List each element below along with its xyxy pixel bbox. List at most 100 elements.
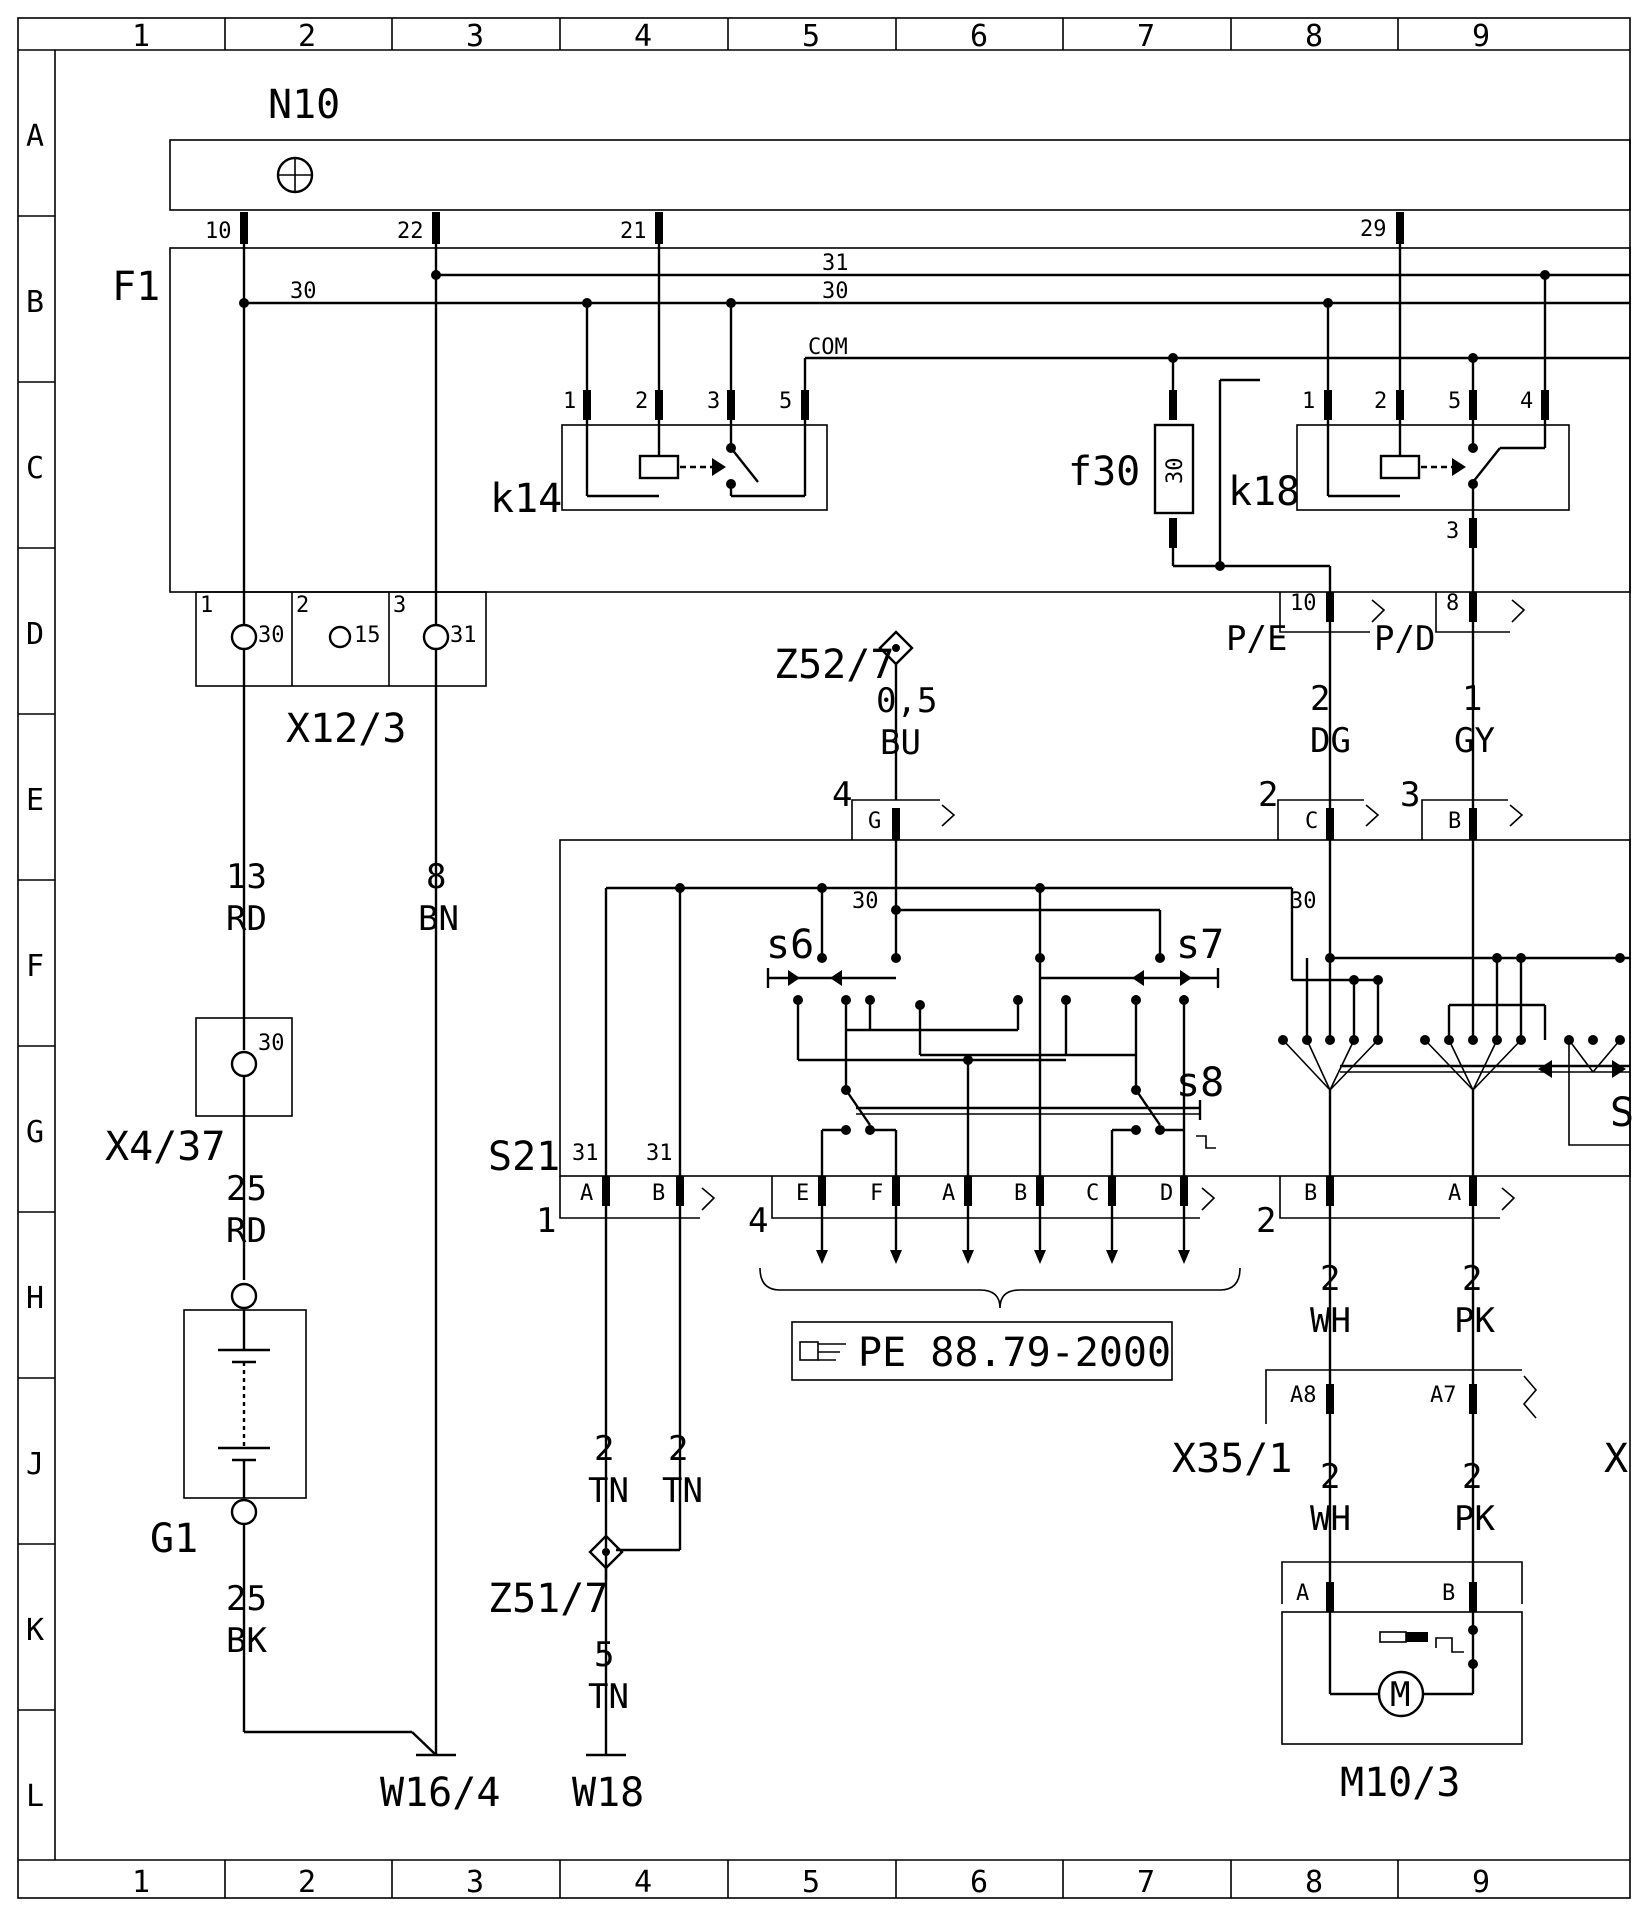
k14-pin-1: 1 (563, 389, 576, 414)
s21-bl-label-1: 31 (572, 1141, 599, 1166)
x12-3-terminal-31: 31 (450, 623, 477, 648)
s21-conn-g-count: 4 (832, 775, 852, 815)
wire-25rd-color: RD (226, 1211, 267, 1251)
wire-25rd-gauge: 25 (226, 1169, 267, 1209)
m10-3-connector (1281, 1561, 1523, 1604)
wire-tn2-gauge: 2 (668, 1429, 688, 1469)
n10-pin-10: 10 (205, 219, 232, 244)
k18-label: k18 (1228, 469, 1300, 515)
wire-pk2-gauge: 2 (1462, 1457, 1482, 1497)
x12-3-label: X12/3 (286, 706, 406, 752)
n10-pin-22: 22 (397, 219, 424, 244)
g1-label: G1 (150, 1516, 198, 1562)
wire-tn2-color: TN (662, 1471, 703, 1511)
reference-box (791, 1321, 1173, 1381)
grid-col-2-top: 2 (298, 19, 316, 54)
grid-col-9-bottom: 9 (1472, 1865, 1490, 1900)
s21-internal-circuit (604, 840, 1630, 1180)
wire-gy-gauge: 1 (1462, 679, 1482, 719)
wire-tn1-gauge: 2 (594, 1429, 614, 1469)
s21-bm-pin-c: C (1086, 1181, 1099, 1206)
wire-25bk-color: BK (226, 1621, 267, 1661)
bus-com-label: COM (808, 335, 848, 360)
n10-pin-21: 21 (620, 219, 647, 244)
w18-label: W18 (572, 1770, 644, 1816)
battery-icon (218, 1310, 270, 1498)
s21-conn-b-count: 3 (1400, 775, 1420, 815)
motor-icon (1328, 1612, 1478, 1718)
f1-module (169, 247, 1631, 593)
m10-3-label: M10/3 (1340, 1760, 1460, 1806)
f1-label: F1 (112, 264, 160, 310)
grid-col-1-bottom: 1 (132, 1865, 150, 1900)
w16-4-label: W16/4 (380, 1770, 500, 1816)
x35-1-label: X35/1 (1172, 1436, 1292, 1482)
reference-text: PE 88.79-2000 (858, 1330, 1171, 1376)
grid-row-b: B (26, 285, 44, 320)
x12-3-connector (195, 591, 487, 687)
n10-label: N10 (268, 82, 340, 128)
m10-3-motor (1281, 1611, 1523, 1745)
grid-row-g: G (26, 1115, 44, 1150)
s21-conn-c-count: 2 (1258, 775, 1278, 815)
grid-col-7-top: 7 (1137, 19, 1155, 54)
f30-fuse (1153, 423, 1195, 515)
f30-label: f30 (1068, 449, 1140, 495)
m10-3-pin-b: B (1442, 1581, 1455, 1606)
wire-wh1-color: WH (1310, 1301, 1351, 1341)
s21-label: S21 (488, 1134, 560, 1180)
connector-pe-slot: 10 (1290, 591, 1317, 616)
k14-pin-3: 3 (707, 389, 720, 414)
x35-1-pin-a7: A7 (1430, 1383, 1457, 1408)
wire-dg-gauge: 2 (1310, 679, 1330, 719)
grid-col-6-bottom: 6 (970, 1865, 988, 1900)
grid-row-e: E (26, 783, 44, 818)
grid-col-4-top: 4 (634, 19, 652, 54)
grid-col-2-bottom: 2 (298, 1865, 316, 1900)
x35-1-connector (1265, 1369, 1538, 1424)
x35-1-pin-a8: A8 (1290, 1383, 1317, 1408)
s21-bm-count: 4 (748, 1201, 768, 1241)
n10-symbol-icon (276, 156, 314, 194)
wire-tn1-color: TN (588, 1471, 629, 1511)
s21-br-count: 2 (1256, 1201, 1276, 1241)
k14-pin-2: 2 (635, 389, 648, 414)
s21-internal-30-left: 30 (852, 889, 879, 914)
wire-13-color: RD (226, 899, 267, 939)
motor-label: M (1390, 1675, 1410, 1715)
wire-pk1-gauge: 2 (1462, 1259, 1482, 1299)
z52-7-label: Z52/7 (774, 642, 894, 688)
k14-coil-icon (585, 420, 807, 498)
wire-bu-gauge: 0,5 (876, 681, 937, 721)
grid-row-k: K (26, 1613, 44, 1648)
grid-row-c: C (26, 451, 44, 486)
connector-pe-label: P/E (1226, 619, 1287, 659)
bus-30-label: 30 (822, 279, 849, 304)
grid-row-j: J (26, 1447, 44, 1482)
grid-row-l: L (26, 1779, 44, 1814)
grid-col-7-bottom: 7 (1137, 1865, 1155, 1900)
s7-label: s7 (1176, 922, 1224, 968)
grid-row-d: D (26, 617, 44, 652)
s21-conn-b-pin: B (1448, 809, 1461, 834)
s8-label: s8 (1176, 1060, 1224, 1106)
s21-switch-module (559, 839, 1631, 1177)
wire-wh1-gauge: 2 (1320, 1259, 1340, 1299)
x12-3-slot-3: 3 (393, 593, 406, 618)
s21-bl-count: 1 (536, 1201, 556, 1241)
connector-pd-slot: 8 (1446, 591, 1459, 616)
wire-8-gauge: 8 (426, 857, 446, 897)
wire-dg-color: DG (1310, 721, 1351, 761)
s21-bm-pin-b: B (1014, 1181, 1027, 1206)
grid-col-8-top: 8 (1305, 19, 1323, 54)
k18-pin-4: 4 (1520, 389, 1533, 414)
s21-bm-pin-a: A (942, 1181, 955, 1206)
f30-value: 30 (1163, 458, 1188, 485)
s21-conn-c-pin: C (1305, 809, 1318, 834)
k18-pin-1: 1 (1302, 389, 1315, 414)
k18-coil-icon (1326, 420, 1547, 498)
m10-3-pin-a: A (1296, 1581, 1309, 1606)
grid-col-8-bottom: 8 (1305, 1865, 1323, 1900)
k14-label: k14 (490, 476, 562, 522)
